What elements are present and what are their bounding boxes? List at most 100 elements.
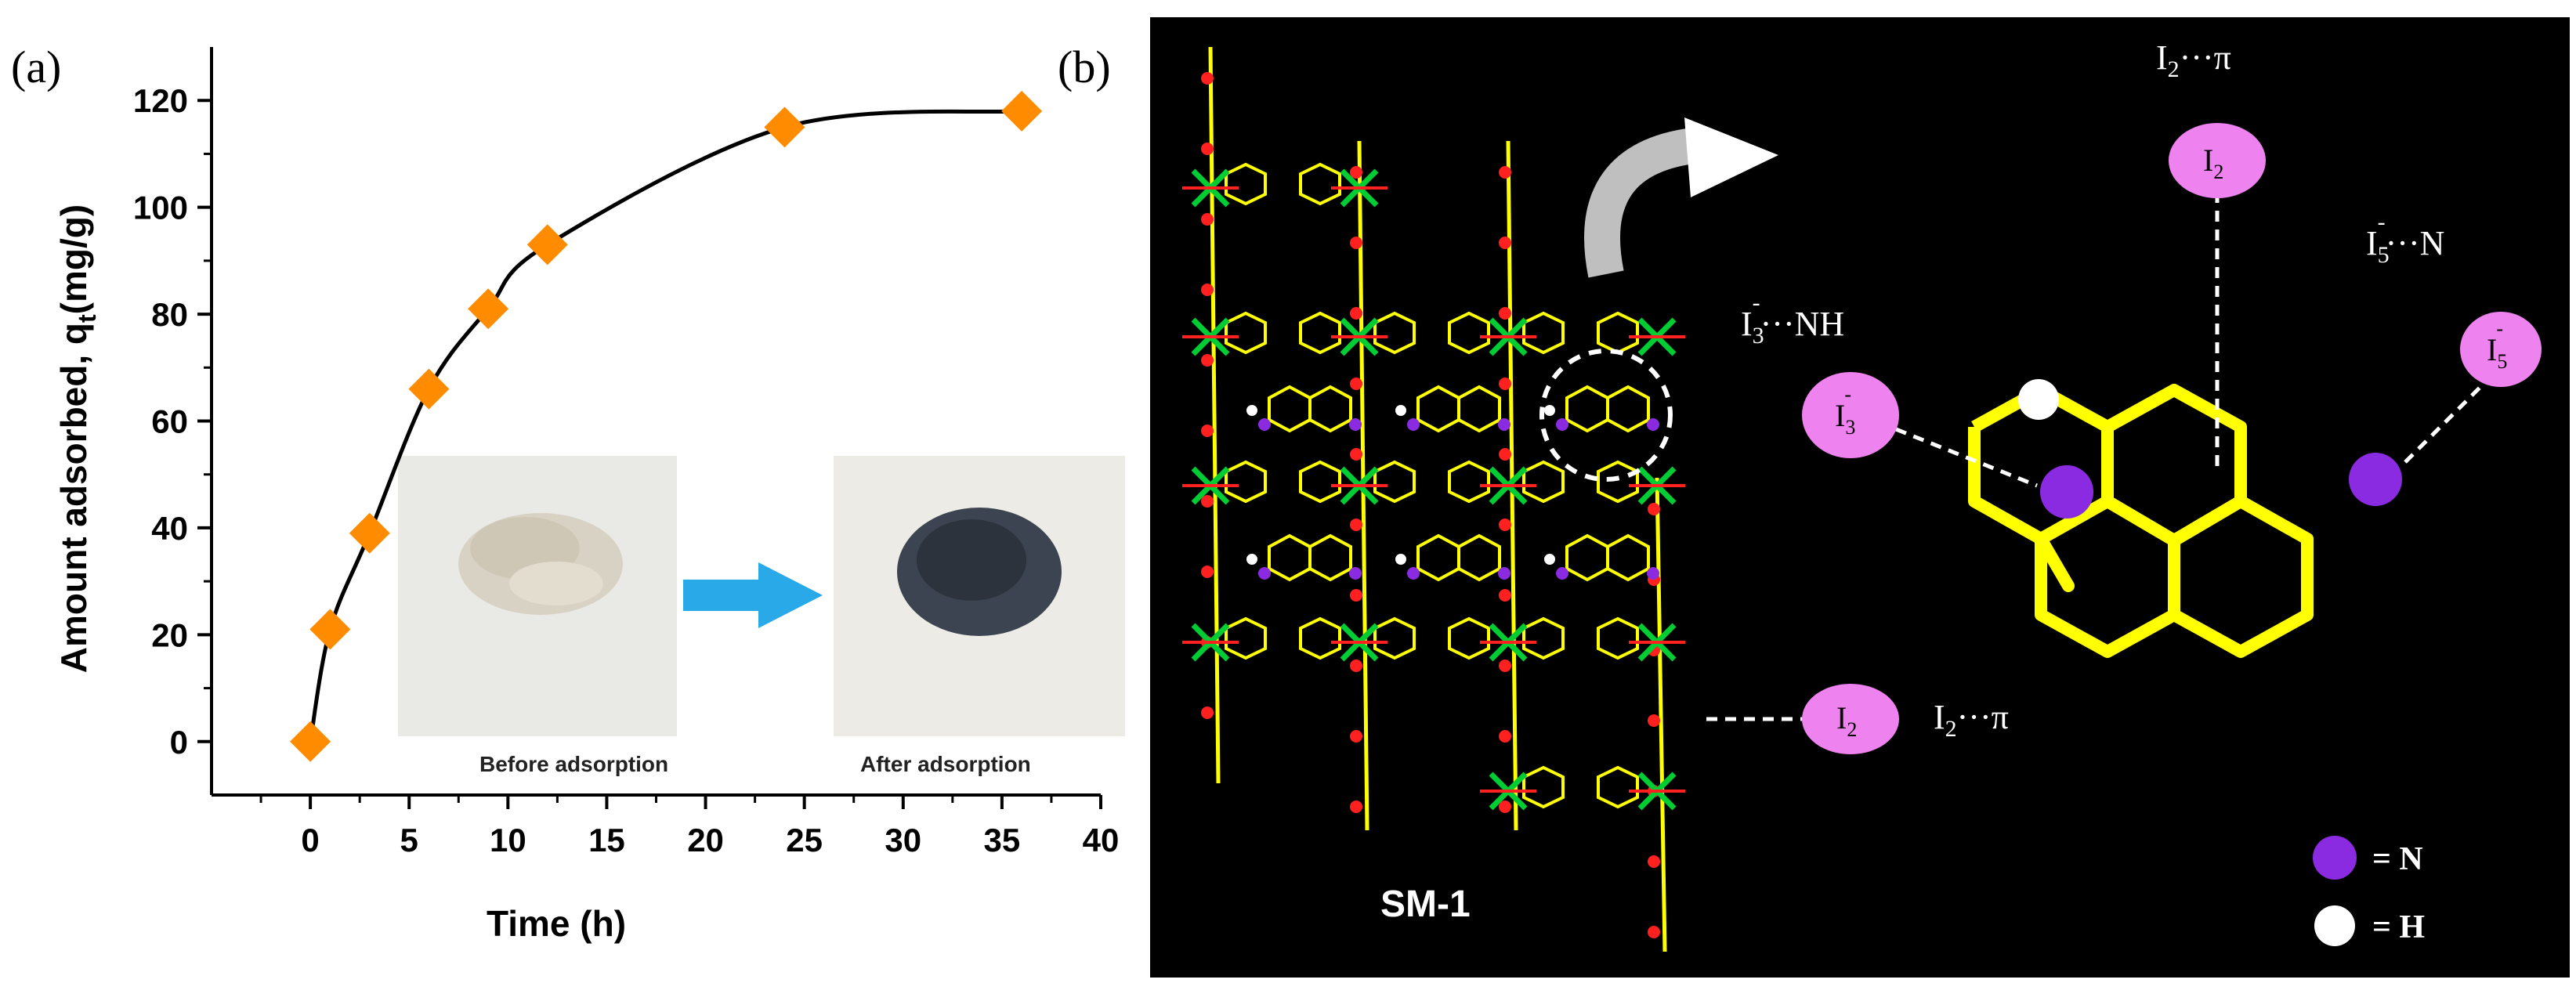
guest-hydrogen [1395,554,1406,565]
guest-hydrogen [1246,554,1257,565]
x-tick-label: 40 [1083,822,1120,858]
framework-oxygen [1350,800,1362,813]
guest-nitrogen [1258,567,1271,580]
x-axis-title: Time (h) [487,903,626,944]
data-point-diamond [290,721,331,762]
panel-a-label: (a) [11,42,61,92]
framework-ring [1522,460,1565,504]
guest-nitrogen [1407,567,1420,580]
y-axis-title: Amount adsorbed, qt(mg/g) [53,204,101,673]
svg-text:I3-: I3- [1835,383,1855,439]
interaction-lines [1706,192,2501,721]
framework-ring [1299,460,1341,504]
guest-nitrogen [1407,418,1420,431]
guest-ring [1457,385,1501,433]
hydrogen-atom [2018,379,2059,420]
x-tick-label: 10 [490,822,526,858]
inset-photos: Before adsorption After adsorption [398,456,1125,776]
curved-arrow-icon [1584,117,1778,278]
framework-ring [1597,765,1639,809]
framework-ring [1225,162,1267,206]
svg-text:I2: I2 [2203,143,2223,183]
legend-h-swatch [2314,905,2355,946]
panel-b-structure: (b) [1058,17,2570,978]
label-i5-n: I5-···N [2366,209,2444,268]
framework-ring [1225,460,1267,504]
guest-nitrogen [1349,418,1362,431]
framework-ring [1225,311,1267,355]
guest-nitrogen [1349,567,1362,580]
guest-nitrogen [1556,567,1568,580]
data-point-diamond [1001,90,1043,132]
framework-chain [1208,46,1221,784]
framework-oxygen [1499,448,1511,461]
framework-oxygen [1499,307,1511,320]
x-tick-label: 35 [984,822,1021,858]
guest-nitrogen [1556,418,1568,431]
nitrogen-atom-left [2040,465,2093,519]
y-axis-title-main: Amount adsorbed, q [53,323,94,673]
svg-text:Amount adsorbed, qt(mg/g): Amount adsorbed, qt(mg/g) [53,204,101,673]
guest-hydrogen [1246,405,1257,416]
framework-oxygen [1201,213,1214,226]
mof-framework [1182,46,1685,952]
x-tick-label: 25 [786,822,823,858]
guest-nitrogen [1647,567,1659,580]
data-point-diamond [764,107,805,148]
legend-h-label: = H [2372,909,2425,945]
guest-nitrogen [1498,418,1511,431]
framework-oxygen [1350,448,1362,461]
data-point-diamond [468,288,509,330]
framework-oxygen [1350,378,1362,390]
framework-ring [1597,616,1639,660]
legend-n-swatch [2313,836,2357,880]
framework-ring [1299,311,1341,355]
framework-ring [1522,616,1565,660]
guest-ring [1606,385,1650,433]
framework-oxygen [1648,855,1660,868]
framework-ring [1597,311,1639,355]
framework-ring [1448,311,1490,355]
framework-oxygen [1201,284,1214,296]
framework-ring [1522,311,1565,355]
guest-hydrogen [1544,405,1555,416]
y-axis-title-sub: t [73,314,101,323]
y-axis-title-unit: (mg/g) [53,204,94,315]
framework-label: SM-1 [1380,884,1471,925]
blue-arrow-icon [683,562,823,628]
framework-oxygen [1201,495,1214,508]
legend-n-label: = N [2372,841,2423,877]
guest-ring [1606,533,1650,582]
framework-oxygen [1350,519,1362,531]
framework-ring [1299,162,1341,206]
x-tick-label: 20 [687,822,724,858]
framework-oxygen [1350,237,1362,249]
guest-nitrogen [1647,418,1659,431]
atom-legend: = N = H [2313,836,2425,946]
bubble-i3: I3- [1802,372,1899,458]
before-caption: Before adsorption [479,752,668,776]
x-tick-label: 0 [301,822,319,858]
framework-oxygen [1499,378,1511,390]
label-i2-pi-bottom: I2···π [1934,698,2009,742]
y-tick-label: 80 [151,296,188,333]
framework-oxygen [1201,143,1214,155]
framework-oxygen [1499,730,1511,743]
y-tick-label: 40 [151,510,188,547]
guest-ring [1308,385,1352,433]
panel-b-label: (b) [1058,42,1111,92]
bubble-i5: I5- [2460,312,2542,387]
x-tick-label: 5 [400,822,418,858]
guest-ring [1308,533,1352,582]
label-i2-pi-top: I2···π [2156,38,2231,82]
guest-ring [1457,533,1501,582]
framework-oxygen [1201,707,1214,719]
framework-oxygen [1499,166,1511,179]
nitrogen-atom-right [2349,453,2402,506]
framework-ring [1597,460,1639,504]
framework-oxygen [1499,800,1511,813]
framework-oxygen [1201,354,1214,367]
